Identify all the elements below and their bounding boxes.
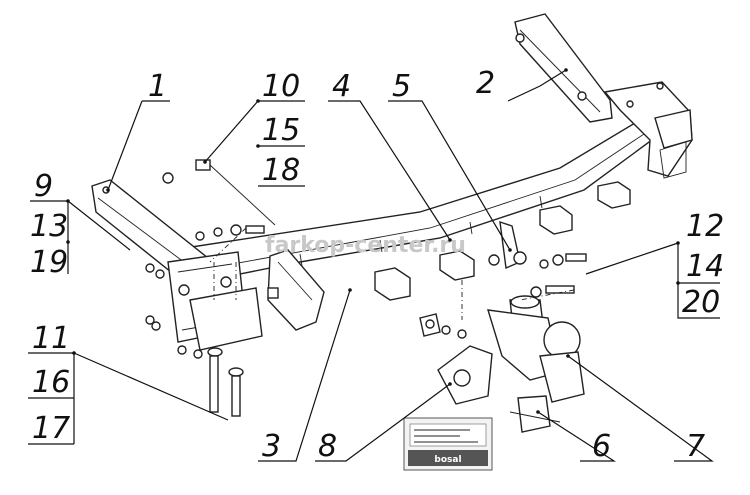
callout-9: 9 (34, 169, 53, 204)
callout-19: 19 (30, 245, 68, 280)
right-bracket (514, 13, 693, 179)
callout-20: 20 (682, 285, 720, 320)
plate-brand-text: bosal (434, 455, 461, 465)
callout-14: 14 (686, 249, 724, 284)
right-hardware (488, 253, 587, 298)
callout-8: 8 (318, 429, 337, 464)
callout-17: 17 (32, 411, 70, 446)
callout-2: 2 (476, 66, 495, 101)
callout-12: 12 (686, 209, 724, 244)
callout-15: 15 (262, 113, 300, 148)
callout-18: 18 (262, 153, 300, 188)
callout-13: 13 (30, 209, 68, 244)
towball-assembly (419, 220, 585, 433)
callout-10: 10 (262, 69, 300, 104)
callout-16: 16 (32, 365, 70, 400)
callout-7: 7 (686, 429, 705, 464)
leader-lines (28, 68, 720, 462)
callout-5: 5 (392, 69, 411, 104)
beam-lugs (374, 181, 631, 301)
callout-3: 3 (262, 429, 281, 464)
callout-11: 11 (32, 321, 70, 356)
callout-1: 1 (148, 69, 167, 104)
callout-4: 4 (332, 69, 351, 104)
left-bracket (91, 179, 325, 351)
callout-6: 6 (592, 429, 611, 464)
watermark-text: farkop-center.ru (265, 233, 466, 258)
bosal-plate (403, 417, 493, 471)
left-hardware (145, 159, 279, 417)
